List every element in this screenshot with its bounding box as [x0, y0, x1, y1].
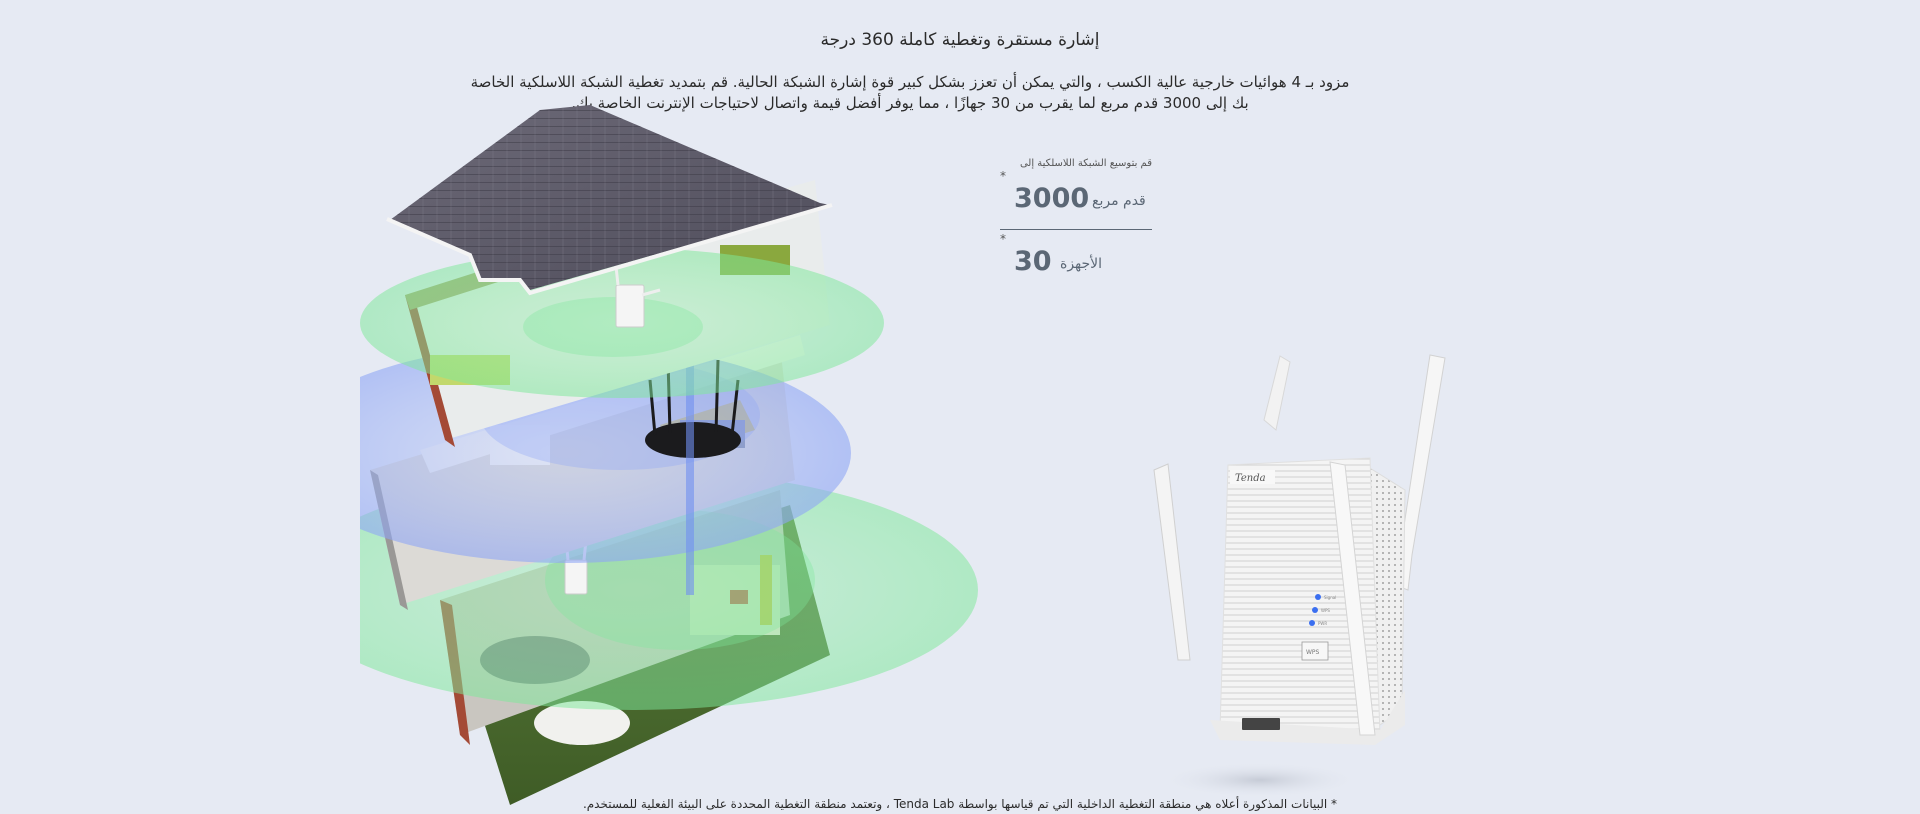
section-description: مزود بـ 4 هوائيات خارجية عالية الكسب ، و…	[440, 72, 1380, 114]
footnote-marker: *	[1000, 169, 1006, 183]
coverage-green-inner-upper	[523, 297, 703, 357]
coverage-stats: قم بتوسيع الشبكة اللاسلكية إلى * 3000 قد…	[1000, 158, 1152, 288]
section-title: إشارة مستقرة وتغطية كاملة 360 درجة	[820, 30, 1100, 50]
product-shadow	[1160, 762, 1360, 798]
brand-logo: Tenda	[1235, 473, 1266, 484]
footnote-marker: *	[1000, 232, 1006, 246]
led-label-signal: Signal	[1324, 595, 1336, 600]
wps-button[interactable]: WPS	[1301, 641, 1329, 661]
description-line-2: بك إلى 3000 قدم مربع لما يقرب من 30 جهاز…	[571, 94, 1249, 112]
antenna-front-left	[1153, 463, 1191, 661]
footnote: * البيانات المذكورة أعلاه هي منطقة التغط…	[582, 797, 1338, 811]
antenna-right	[1394, 354, 1446, 591]
stat-value: 30	[1014, 246, 1052, 277]
upper-floor	[360, 180, 884, 447]
led-wps-icon	[1312, 607, 1318, 613]
wps-button-label: WPS	[1306, 649, 1320, 656]
led-pwr-icon	[1309, 620, 1315, 626]
stat-coverage-area: * 3000 قدم مربع	[1000, 169, 1152, 225]
stats-intro: قم بتوسيع الشبكة اللاسلكية إلى	[1019, 158, 1152, 169]
description-line-1: مزود بـ 4 هوائيات خارجية عالية الكسب ، و…	[470, 73, 1350, 91]
roof	[386, 105, 833, 296]
ethernet-port	[1242, 718, 1280, 730]
led-label-pwr: PWR	[1318, 621, 1327, 626]
antenna-back-left	[1263, 355, 1291, 431]
led-signal-icon	[1315, 594, 1321, 600]
house-coverage-illustration	[360, 105, 978, 805]
range-extender-product-image: Tenda Signal WPS PWR WPS	[1153, 354, 1446, 798]
antenna-front-right	[1329, 461, 1376, 736]
led-label-wps: WPS	[1321, 608, 1330, 613]
stat-unit: الأجهزة	[1060, 256, 1103, 272]
stat-unit: قدم مربع	[1092, 193, 1146, 209]
stats-divider	[1000, 229, 1152, 230]
stat-value: 3000	[1014, 183, 1090, 214]
stat-devices: * 30 الأجهزة	[1000, 232, 1152, 288]
led-indicators: Signal WPS PWR	[1309, 594, 1336, 626]
